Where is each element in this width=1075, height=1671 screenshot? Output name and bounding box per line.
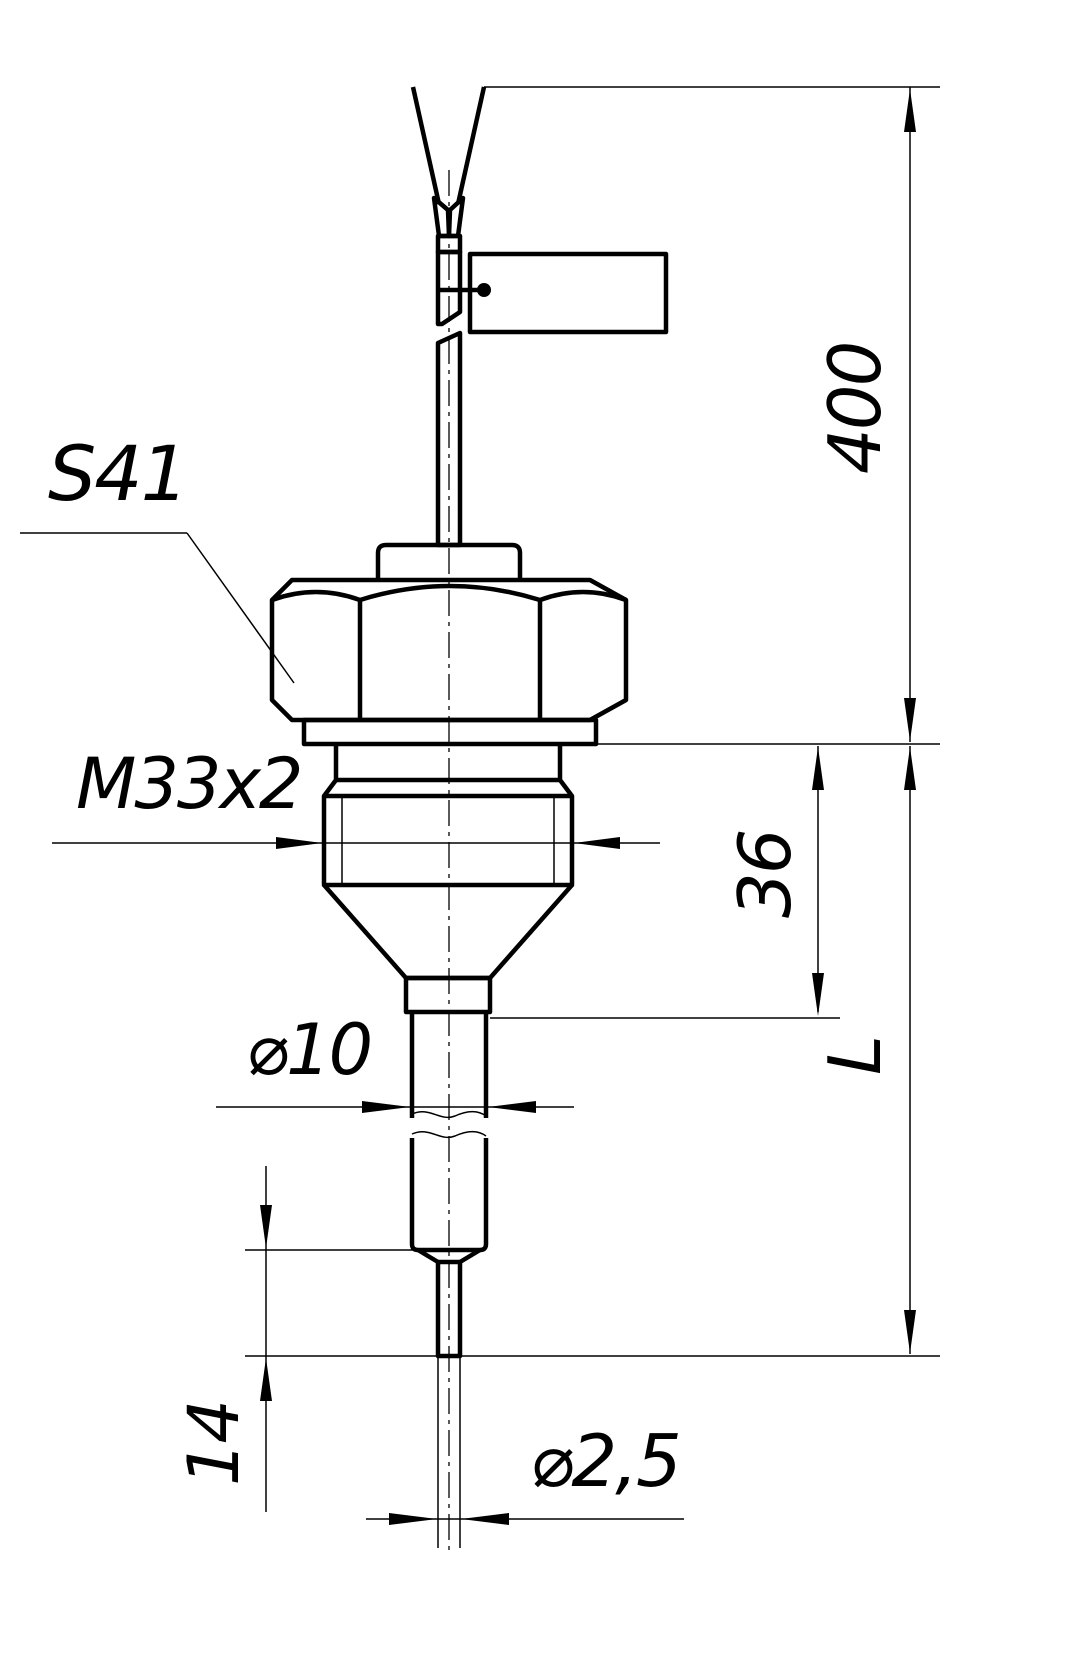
label-lead-length: 400 [813, 343, 897, 474]
stem [409, 1012, 489, 1253]
label-tip-diameter: ⌀2,5 [530, 1419, 680, 1503]
conical-body [322, 883, 574, 1015]
label-stem-diameter: ⌀10 [246, 1009, 371, 1091]
dimension-400 [484, 86, 940, 742]
label-wrench-size: S41 [48, 429, 187, 518]
label-immersion-length: L [813, 1037, 897, 1075]
leader-S41 [20, 532, 295, 684]
marking-tag [440, 251, 669, 335]
washer [301, 717, 599, 747]
dimension-36 [490, 746, 840, 1019]
label-thread: M33x2 [76, 743, 301, 825]
dimension-14 [245, 1166, 418, 1512]
top-cap [375, 542, 523, 580]
threaded-body [321, 744, 575, 888]
dimension-L [245, 746, 940, 1357]
label-tip-length: 14 [173, 1401, 255, 1486]
label-thread-length: 36 [723, 830, 807, 918]
dimension-tip-diameter [366, 1356, 684, 1548]
dimension-stem-diameter [216, 1101, 574, 1113]
dimension-thread [52, 837, 660, 849]
